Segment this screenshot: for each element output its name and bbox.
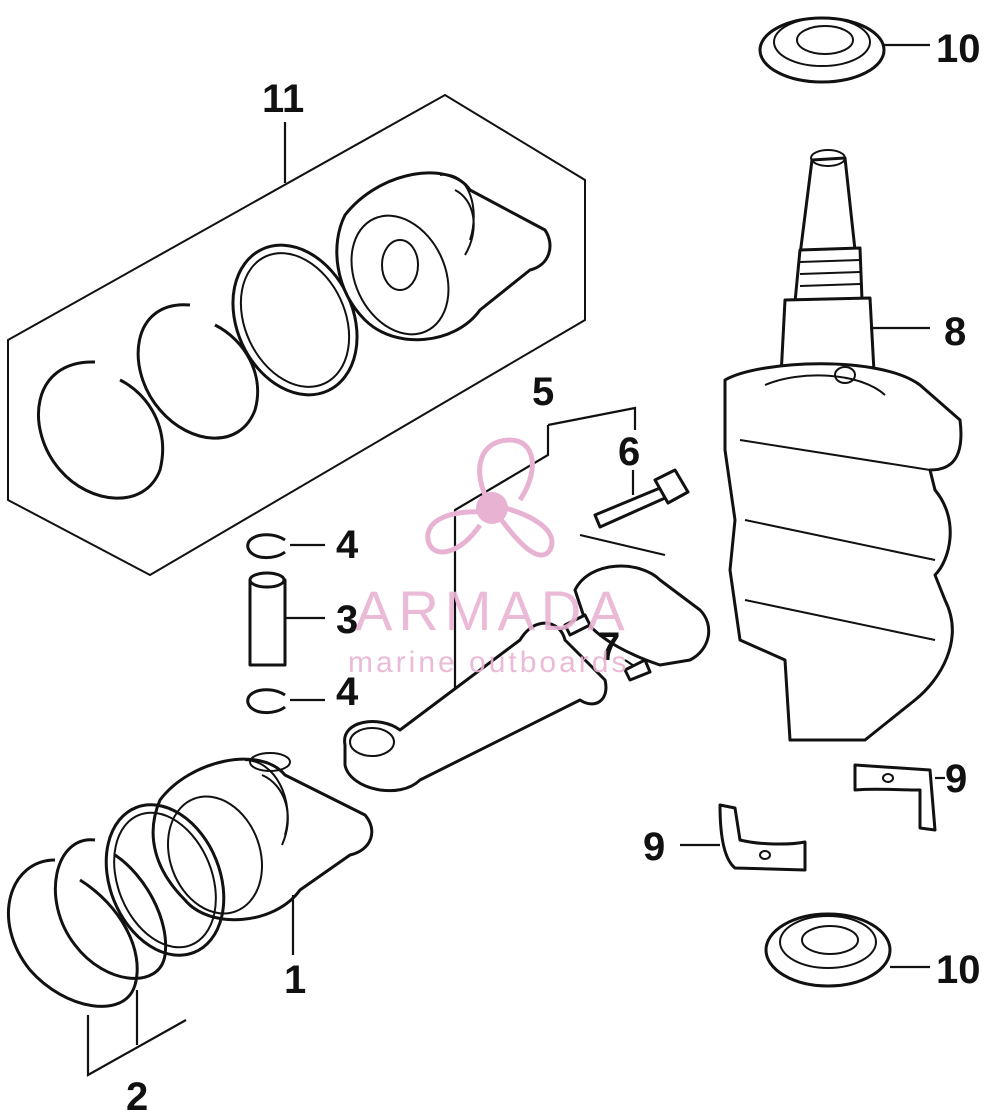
propeller-logo: [425, 437, 555, 558]
circlip-lower: [246, 688, 325, 714]
callout-8: 8: [944, 310, 966, 354]
callout-4-lower: 4: [336, 670, 359, 714]
main-bearing-right: [853, 763, 945, 832]
piston-pin: [248, 571, 325, 667]
oil-seal-bottom: [764, 912, 930, 988]
callout-2: 2: [126, 1075, 148, 1113]
callout-4-upper: 4: [336, 523, 359, 567]
callout-9-left: 9: [643, 825, 665, 869]
callout-10-bottom: 10: [936, 948, 981, 992]
callout-5: 5: [532, 370, 554, 414]
watermark-brand: ARMADA: [355, 579, 631, 642]
callout-6: 6: [618, 430, 640, 474]
callout-7: 7: [598, 625, 620, 669]
oil-seal-top: [758, 16, 930, 84]
circlip-upper: [246, 533, 325, 559]
connecting-rod: [343, 406, 711, 793]
piston-kit-box: [7, 93, 586, 577]
piston: [151, 752, 374, 955]
watermark-tagline: marine outboards: [348, 646, 629, 679]
watermark: ARMADA marine outboards: [348, 437, 631, 679]
callout-11: 11: [262, 77, 304, 121]
callout-3: 3: [336, 598, 358, 642]
callout-10-top: 10: [936, 27, 981, 71]
main-bearing-left: [680, 803, 807, 872]
callout-9-right: 9: [945, 757, 967, 801]
conrod-bolt: [593, 468, 690, 529]
crankshaft: [723, 149, 963, 742]
piston-rings: [7, 803, 226, 1077]
dowel-pins: [563, 613, 652, 682]
callout-1: 1: [284, 958, 306, 1002]
